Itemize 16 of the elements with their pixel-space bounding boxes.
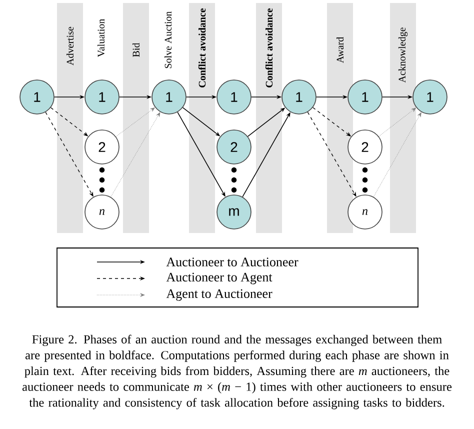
figure-caption: Figure 2. Phases of an auction round and the messages exchanged between them are presented in boldface. Computations performed during each phase are shown in plain text. After receiving bids from bidders, Assuming there are m auctioneers, the auctioneer needs to communicate m × (m − 1) times with other auctioneers to ensure the rationality and consistency of task allocation before assigning tasks to bidders.	[22, 334, 452, 410]
phase-label: Valuation	[97, 18, 105, 58]
phase-band: Bid	[123, 3, 149, 233]
legend-text: Auctioneer to Agent	[166, 272, 272, 284]
legend-text: Auctioneer to Auctioneer	[166, 258, 298, 266]
legend-text: Agent to Auctioneer	[166, 289, 272, 301]
arrow	[110, 112, 160, 198]
arrow	[116, 108, 155, 137]
phase-band: Acknowledge	[390, 3, 416, 233]
phase-band: Award	[327, 3, 353, 233]
phase-band: Conflict avoidance	[256, 3, 282, 233]
phase-band: Conflict avoidance	[189, 3, 215, 233]
phase-band: Advertise	[57, 3, 83, 233]
arrow	[378, 108, 416, 137]
arrow	[373, 112, 422, 198]
phase-label: Solve Auction	[164, 11, 172, 68]
